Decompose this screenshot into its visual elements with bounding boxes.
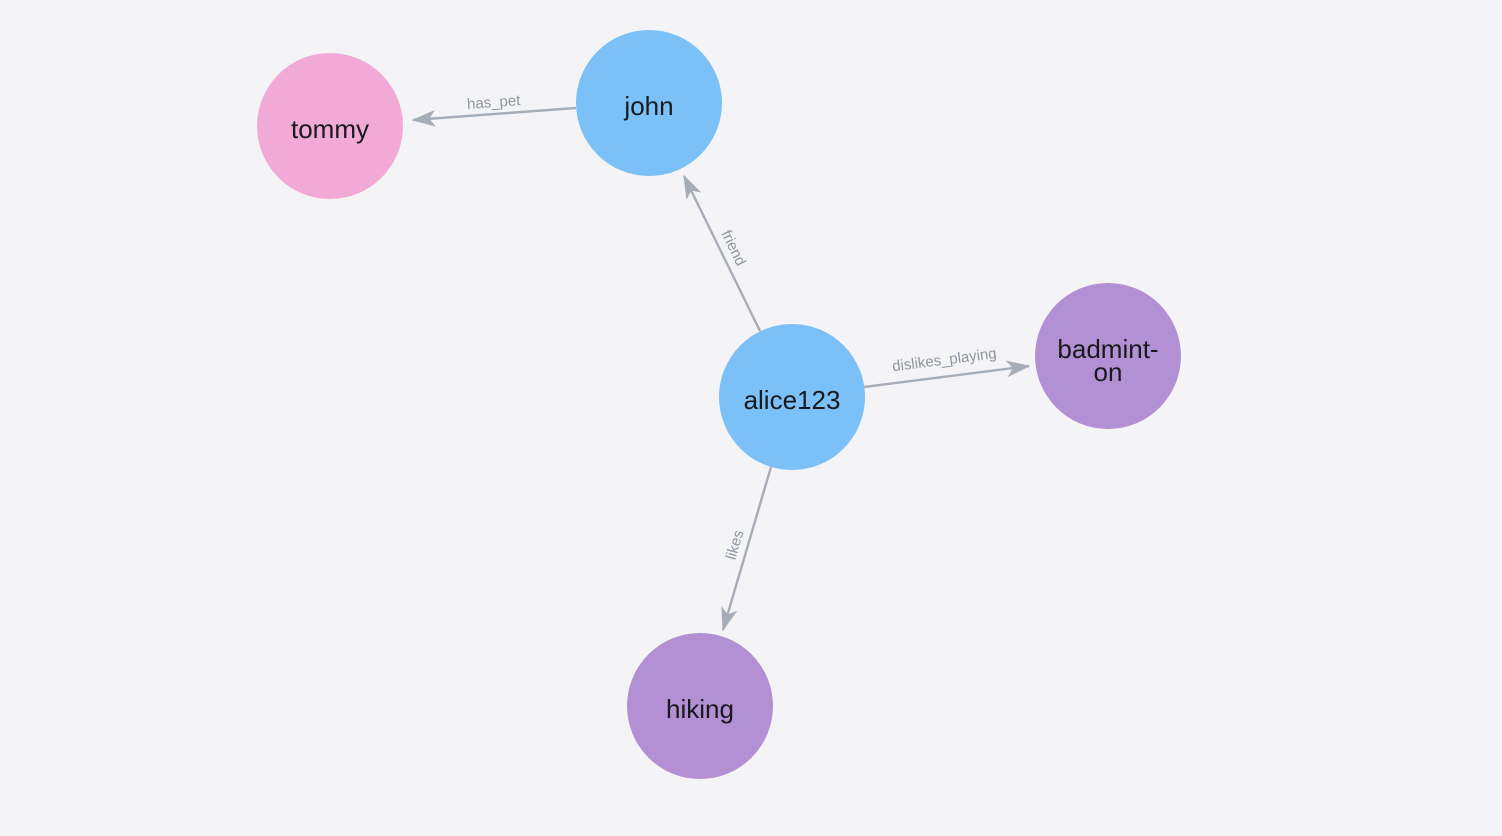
edge-label-dislikes_playing: dislikes_playing <box>891 345 997 375</box>
node-badminton[interactable]: badmint- on <box>1035 283 1181 429</box>
node-hiking-label: hiking <box>666 694 734 724</box>
edge-friend[interactable] <box>682 174 762 332</box>
node-hiking-circle[interactable] <box>627 633 773 779</box>
node-alice123[interactable]: alice123 <box>719 324 865 470</box>
node-hiking[interactable]: hiking <box>627 633 773 779</box>
node-alice123-circle[interactable] <box>719 324 865 470</box>
node-badminton-label-line2: on <box>1094 357 1123 387</box>
node-tommy[interactable]: tommy <box>257 53 403 199</box>
edge-label-has_pet: has_pet <box>466 92 521 113</box>
node-john[interactable]: john <box>576 30 722 176</box>
node-john-label: john <box>623 91 673 121</box>
node-alice123-label: alice123 <box>744 385 841 415</box>
edge-dislikes_playing[interactable] <box>863 360 1031 389</box>
edge-layer: has_pet friend dislikes_playing likes <box>411 92 1031 632</box>
node-badminton-circle[interactable] <box>1035 283 1181 429</box>
node-layer: tommy john alice123 badmint- on hiking <box>257 30 1181 779</box>
edge-likes[interactable] <box>721 466 773 632</box>
edge-has_pet[interactable] <box>411 106 577 127</box>
node-badminton-label-line1: badmint- <box>1057 334 1158 364</box>
node-tommy-circle[interactable] <box>257 53 403 199</box>
edge-label-friend: friend <box>717 227 749 268</box>
node-tommy-label: tommy <box>291 114 369 144</box>
node-john-circle[interactable] <box>576 30 722 176</box>
